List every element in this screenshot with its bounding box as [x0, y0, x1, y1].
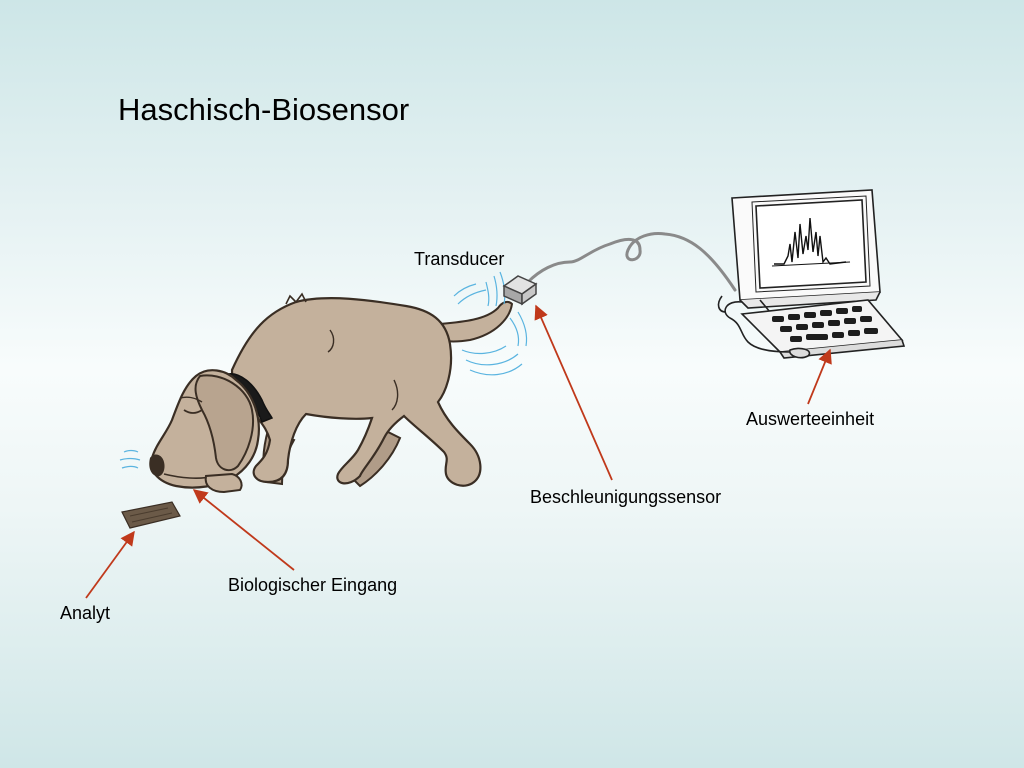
dog-illustration: [149, 292, 514, 494]
arrow-biological-input: [192, 489, 295, 571]
signal-spectrum-icon: [774, 217, 847, 265]
slide-title: Haschisch-Biosensor: [118, 92, 410, 127]
label-transducer: Transducer: [414, 249, 505, 269]
transducer-sensor-icon: [502, 275, 538, 306]
label-analyte: Analyt: [60, 603, 111, 623]
label-biological-input: Biologischer Eingang: [228, 575, 398, 595]
sensor-cable: [526, 232, 737, 292]
label-evaluation-unit: Auswerteeinheit: [746, 409, 875, 429]
hash-block-icon: [121, 501, 181, 529]
label-acceleration-sensor: Beschleunigungssensor: [530, 487, 722, 507]
spectrum-baseline: [771, 261, 851, 267]
sniff-lines: [119, 449, 141, 469]
arrow-acceleration-sensor: [534, 304, 613, 481]
arrow-evaluation-unit: [807, 348, 832, 405]
arrow-analyte: [85, 530, 135, 599]
tail-vibration-lines: [453, 271, 528, 376]
computer-illustration: [717, 189, 906, 359]
